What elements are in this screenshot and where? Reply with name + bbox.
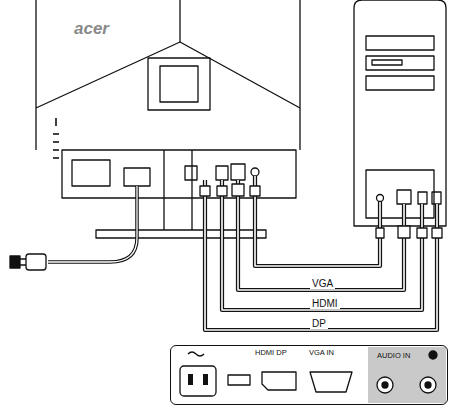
audio-panel-shade: [368, 347, 446, 403]
drive-bay: [366, 36, 434, 50]
power-cord: [48, 186, 137, 262]
brand-logo: acer: [74, 20, 109, 37]
monitor-power-socket: [124, 168, 150, 186]
audio-jack-icon: [420, 377, 436, 393]
pc-audio-port: [377, 195, 384, 202]
power-socket-icon: [180, 366, 216, 396]
monitor-hdmi-port: [185, 166, 197, 180]
power-plug: [26, 254, 46, 270]
monitor-back-outline: [36, 0, 300, 150]
hdmi-port-icon: [228, 375, 250, 385]
drive-bay: [366, 56, 434, 70]
monitor-label-plate: [72, 160, 110, 186]
port-panel: HDMI DP VGA IN AUDIO IN: [170, 345, 448, 405]
vesa-mount-inner: [160, 66, 198, 102]
stand-base: [96, 230, 266, 238]
drive-bay: [366, 76, 434, 90]
monitor-buttons: [53, 118, 59, 158]
monitor-port-bay: [62, 150, 296, 198]
cables: [205, 176, 437, 330]
vesa-mount: [148, 58, 210, 110]
wall-outlet: [10, 256, 20, 268]
pc-tower: [354, 0, 446, 226]
monitor-vga-port: [231, 164, 245, 180]
port-label: VGA IN: [309, 349, 334, 357]
port-label: HDMI DP: [255, 349, 287, 357]
cable-plugs: [200, 184, 442, 238]
monitor-dp-port: [216, 166, 228, 180]
drive-slot: [372, 60, 402, 65]
dp-port-icon: [262, 372, 296, 390]
cable-label: DP: [310, 319, 328, 329]
monitor-back-seam: [179, 0, 180, 42]
cable-label: HDMI: [310, 299, 340, 309]
cable-label: VGA: [310, 279, 335, 289]
port-label: AUDIO IN: [377, 352, 410, 360]
ac-symbol: [188, 352, 204, 356]
pc-vga-port: [397, 190, 411, 204]
vga-port-icon: [310, 372, 352, 392]
audio-jack-icon: [377, 377, 393, 393]
monitor-back-ridge: [36, 42, 300, 108]
stand-neck: [164, 150, 192, 230]
pc-dp-port: [432, 192, 441, 204]
plug-prongs: [20, 259, 26, 265]
monitor-audio-port: [251, 168, 259, 176]
pc-hdmi-port: [418, 192, 427, 204]
headphone-icon: [429, 351, 437, 359]
